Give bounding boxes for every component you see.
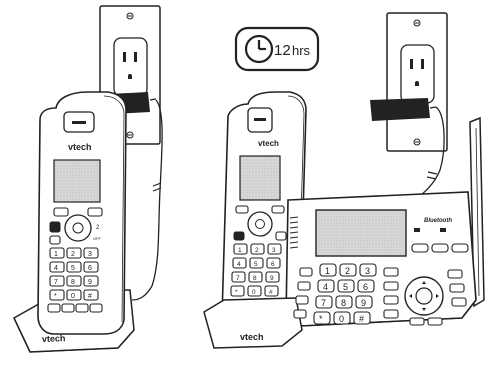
- base-key-2: 2: [345, 266, 350, 276]
- rh-key-9: 9: [270, 275, 274, 282]
- clock-icon: [246, 36, 272, 62]
- base-key-0: 0: [339, 314, 344, 324]
- right-wall-outlet: [387, 13, 447, 151]
- base-key-hash: #: [359, 314, 364, 324]
- handset-key-hash: #: [88, 293, 92, 300]
- handset-key-2: 2: [71, 251, 75, 258]
- base-key-7: 7: [321, 298, 326, 308]
- rh-key-hash: #: [269, 289, 273, 296]
- handset-screen: [54, 160, 100, 202]
- base-nav-dial: [405, 277, 443, 315]
- left-handset: vtech 2 OFF 1 2 3 4 5: [38, 92, 126, 334]
- base-key-9: 9: [361, 298, 366, 308]
- base-key-1: 1: [325, 266, 330, 276]
- handset-key-6: 6: [88, 265, 92, 272]
- rh-key-6: 6: [271, 261, 275, 268]
- right-handset-screen: [240, 156, 280, 200]
- handset-logo: vtech: [68, 142, 92, 152]
- right-handset-logo: vtech: [258, 139, 279, 148]
- rh-key-5: 5: [254, 261, 258, 268]
- base-screen: [316, 210, 406, 256]
- rh-key-7: 7: [236, 275, 240, 282]
- rh-key-0: 0: [252, 289, 256, 296]
- timer-unit: hrs: [292, 43, 311, 58]
- clock-timer-badge: 12 hrs: [236, 28, 318, 70]
- rh-key-4: 4: [237, 261, 241, 268]
- rh-key-8: 8: [253, 275, 257, 282]
- handset-key-3: 3: [88, 251, 92, 258]
- handset-key-star: *: [54, 293, 57, 300]
- rh-key-3: 3: [272, 247, 276, 254]
- base-logo: vtech: [240, 332, 264, 342]
- bluetooth-label: Bluetooth: [424, 218, 452, 224]
- charger-logo: vtech: [42, 333, 66, 344]
- base-key-star: *: [319, 314, 323, 324]
- handset-off-key: OFF: [93, 236, 102, 241]
- rh-key-2: 2: [255, 247, 259, 254]
- base-key-5: 5: [343, 282, 348, 292]
- handset-key-0: 0: [71, 293, 75, 300]
- timer-value: 12: [274, 42, 291, 59]
- base-key-4: 4: [323, 282, 328, 292]
- base-key-3: 3: [365, 266, 370, 276]
- handset-key-9: 9: [88, 279, 92, 286]
- base-key-8: 8: [341, 298, 346, 308]
- rh-key-1: 1: [238, 247, 242, 254]
- handset-key-1: 1: [54, 251, 58, 258]
- right-power-adapter: [370, 98, 436, 121]
- handset-key-4: 4: [54, 265, 58, 272]
- base-key-6: 6: [363, 282, 368, 292]
- handset-key-7: 7: [54, 279, 58, 286]
- handset-key-8: 8: [71, 279, 75, 286]
- handset-key-5: 5: [71, 265, 75, 272]
